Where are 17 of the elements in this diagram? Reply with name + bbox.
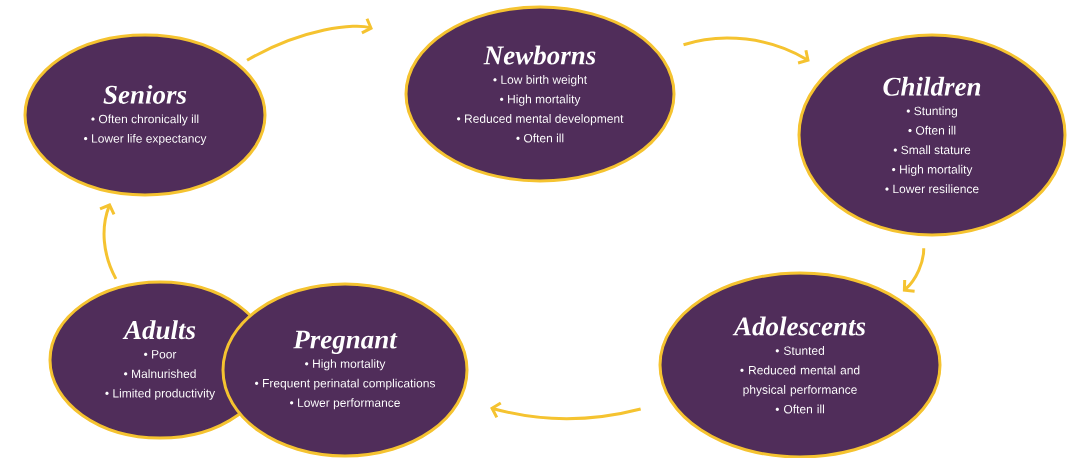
- node-label: • High mortality: [305, 359, 386, 371]
- arrow: [902, 248, 926, 293]
- node-label: • Malnurished: [124, 369, 196, 378]
- arrow: [246, 18, 373, 62]
- arrow: [683, 36, 810, 65]
- node-label: • Lower performance: [290, 398, 400, 410]
- arrow: [99, 203, 118, 280]
- node-label: • Poor: [144, 350, 177, 359]
- ellipse-node: Seniors • Often chronically ill • Lower life expectancy: [23, 33, 267, 197]
- ellipse-node: Newborns • Low birth weight • High mortality • Reduced mental development • Often ill: [404, 5, 676, 183]
- node-label: Adults: [122, 320, 196, 340]
- ellipse-node: Pregnant • High mortality • Frequent perinatal complications • Lower performance: [221, 282, 469, 458]
- ellipse-node: Adolescents • Stunted • Reduced mental and physical performance • Often ill: [658, 271, 942, 458]
- arrow: [490, 401, 641, 420]
- node-label: • Limited productivity: [105, 388, 216, 400]
- ellipse-node: Children • Stunting • Often ill • Small stature • High mortality • Lower resilience: [797, 33, 1067, 237]
- node-label: Pregnant: [293, 330, 398, 355]
